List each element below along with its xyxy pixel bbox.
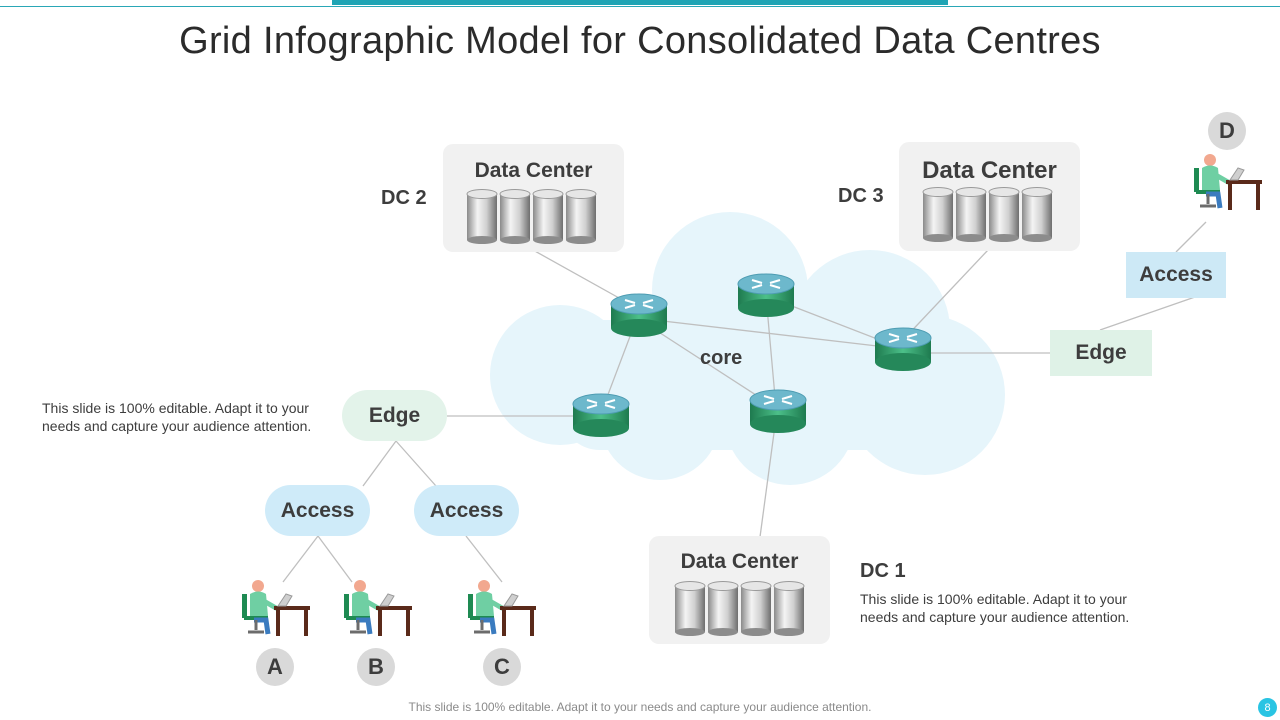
user-label-a: A	[256, 648, 294, 686]
footer-note: This slide is 100% editable. Adapt it to…	[408, 700, 872, 714]
page-number: 8	[1258, 698, 1277, 717]
note-right: This slide is 100% editable. Adapt it to…	[860, 591, 1130, 625]
core-label: core	[700, 347, 743, 369]
edge-node-left: Edge	[342, 390, 447, 441]
user-label-b: B	[357, 648, 395, 686]
top-divider-line	[0, 6, 1280, 7]
data-center-title: Data Center	[922, 157, 1057, 184]
router-icon	[737, 273, 795, 318]
router-icon	[874, 327, 932, 372]
data-center-title: Data Center	[680, 550, 799, 573]
access-node-right: Access	[1126, 252, 1226, 298]
router-icon	[572, 393, 630, 438]
access-node-left-b: Access	[414, 485, 519, 536]
data-center-title: Data Center	[474, 159, 593, 182]
data-center-box-dc3: Data Center	[899, 142, 1080, 251]
slide-title: Grid Infographic Model for Consolidated …	[179, 20, 1101, 62]
server-rack-icon	[466, 189, 597, 245]
note-left: This slide is 100% editable. Adapt it to…	[42, 400, 312, 434]
server-rack-icon	[674, 581, 805, 637]
person-at-desk-icon	[1194, 154, 1262, 210]
data-center-box-dc2: Data Center	[443, 144, 624, 252]
server-rack-icon	[922, 187, 1053, 243]
access-node-left-a: Access	[265, 485, 370, 536]
person-at-desk-icon	[468, 580, 536, 636]
dc-label-dc1: DC 1	[860, 560, 906, 582]
dc-label-dc2: DC 2	[381, 187, 427, 209]
edge-node-right: Edge	[1050, 330, 1152, 376]
top-accent-bar	[332, 0, 948, 5]
user-label-d: D	[1208, 112, 1246, 150]
person-at-desk-icon	[242, 580, 310, 636]
user-label-c: C	[483, 648, 521, 686]
router-icon	[610, 293, 668, 338]
data-center-box-dc1: Data Center	[649, 536, 830, 644]
dc-label-dc3: DC 3	[838, 185, 884, 207]
router-icon	[749, 389, 807, 434]
person-at-desk-icon	[344, 580, 412, 636]
